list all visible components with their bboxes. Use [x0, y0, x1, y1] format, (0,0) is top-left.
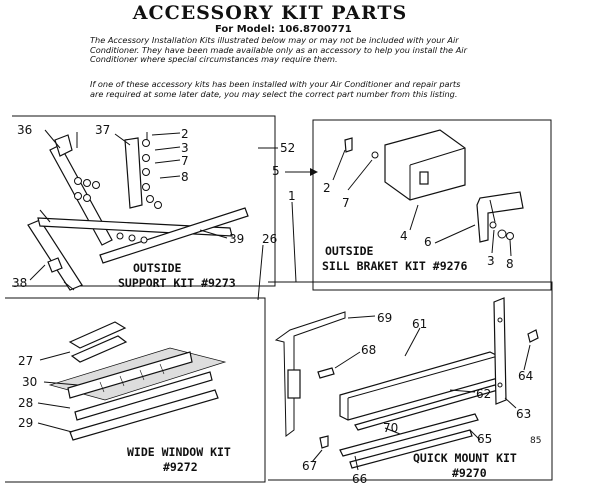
callout-4: 4	[400, 229, 408, 243]
page-mark: 85	[530, 436, 541, 446]
caption-outside-support-2: SUPPORT KIT #9273	[118, 276, 236, 290]
callout-39: 39	[229, 232, 244, 246]
callout-5: 5	[272, 164, 280, 178]
page-title: ACCESSORY KIT PARTS	[132, 2, 408, 24]
outside-support-panel	[12, 115, 276, 287]
callout-27: 27	[18, 354, 33, 368]
callout-6: 6	[424, 235, 432, 249]
callout-8b: 8	[506, 257, 514, 271]
callout-70: 70	[383, 421, 398, 435]
callout-29: 29	[18, 416, 33, 430]
callout-7: 7	[181, 154, 189, 168]
quick-mount-panel	[268, 281, 553, 481]
quick-mount-drawing	[274, 297, 539, 471]
callout-3: 3	[181, 141, 189, 155]
outside-sill-drawing	[332, 129, 524, 257]
caption-outside-sill-2: SILL BRAKET KIT #9276	[322, 259, 467, 273]
callout-37: 37	[95, 123, 110, 137]
callout-8: 8	[181, 170, 189, 184]
callout-68: 68	[361, 343, 376, 357]
caption-quick-mount-2: #9270	[452, 466, 487, 480]
callout-7b: 7	[342, 196, 350, 210]
callout-3b: 3	[487, 254, 495, 268]
caption-outside-support-1: OUTSIDE	[133, 261, 182, 275]
callout-2b: 2	[323, 181, 331, 195]
model-number: For Model: 106.8700771	[215, 24, 352, 35]
callout-26: 26	[262, 232, 277, 246]
callout-63: 63	[516, 407, 531, 421]
wide-window-drawing	[37, 321, 227, 441]
outside-sill-panel	[312, 119, 552, 291]
caption-wide-window-2: #9272	[163, 460, 198, 474]
callout-52: 52	[280, 141, 295, 155]
outside-support-drawing	[27, 129, 249, 291]
callout-65: 65	[477, 432, 492, 446]
callout-66: 66	[352, 472, 367, 486]
callout-2: 2	[181, 127, 189, 141]
callout-62: 62	[476, 387, 491, 401]
callout-67: 67	[302, 459, 317, 473]
callout-61: 61	[412, 317, 427, 331]
callout-1: 1	[288, 189, 296, 203]
caption-quick-mount-1: QUICK MOUNT KIT	[413, 451, 517, 465]
callout-64: 64	[518, 369, 533, 383]
callout-38: 38	[12, 276, 27, 290]
wide-window-panel	[5, 297, 266, 483]
callout-30: 30	[22, 375, 37, 389]
repair-paragraph: If one of these accessory kits has been …	[90, 79, 461, 99]
callout-36: 36	[17, 123, 32, 137]
callout-69: 69	[377, 311, 392, 325]
caption-outside-sill-1: OUTSIDE	[325, 244, 374, 258]
intro-paragraph: The Accessory Installation Kits illustra…	[90, 35, 467, 65]
caption-wide-window-1: WIDE WINDOW KIT	[127, 445, 231, 459]
callout-28: 28	[18, 396, 33, 410]
